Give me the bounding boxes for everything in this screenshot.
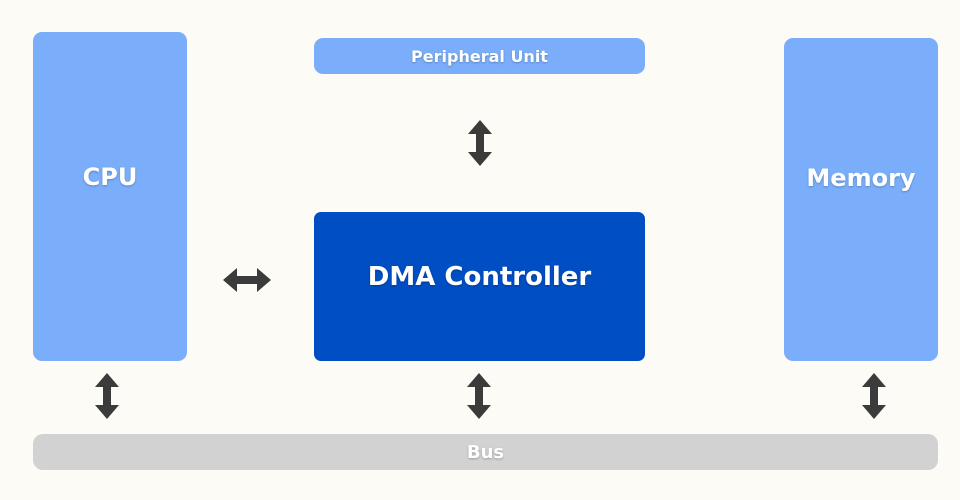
dma-controller-block: DMA Controller (314, 212, 645, 361)
cpu-label: CPU (82, 162, 138, 191)
memory-bus-arrow-icon (862, 373, 886, 419)
bus-label: Bus (466, 441, 505, 463)
cpu-block: CPU (33, 32, 187, 361)
bus-block: Bus (33, 434, 938, 470)
dma-controller-label: DMA Controller (367, 261, 592, 292)
peripheral-unit-block: Peripheral Unit (314, 38, 645, 74)
cpu-dma-arrow-icon (223, 268, 271, 292)
memory-block: Memory (784, 38, 938, 361)
dma-bus-arrow-icon (467, 373, 491, 419)
cpu-bus-arrow-icon (95, 373, 119, 419)
peripheral-unit-label: Peripheral Unit (411, 46, 548, 66)
memory-label: Memory (806, 163, 916, 192)
peripheral-dma-arrow-icon (468, 120, 492, 166)
